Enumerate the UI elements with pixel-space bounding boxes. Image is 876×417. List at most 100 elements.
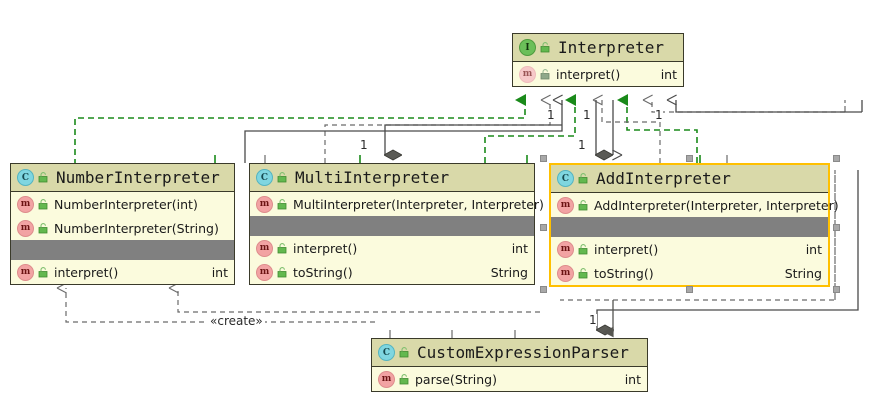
selection-handle-se[interactable] xyxy=(833,286,840,293)
multiplicity-label: 1 xyxy=(360,138,368,152)
member-type: String xyxy=(784,265,822,281)
member-type: int xyxy=(511,240,528,256)
member-name: toString() xyxy=(594,265,654,281)
multiplicity-label: 1 xyxy=(547,108,555,122)
public-lock-icon xyxy=(277,198,288,210)
class-header-number-interpreter: C NumberInterpreter xyxy=(11,164,234,192)
method-circle-icon: m xyxy=(256,195,273,213)
public-lock-icon xyxy=(578,199,589,211)
class-name-custom-expression-parser: CustomExpressionParser xyxy=(417,343,629,362)
method-circle-icon: m xyxy=(378,370,395,388)
member-row[interactable]: m AddInterpreter(Interpreter, Interprete… xyxy=(551,193,839,217)
member-row[interactable]: m parse(String) int xyxy=(372,367,647,391)
public-lock-icon xyxy=(38,172,49,183)
method-circle-icon: m xyxy=(557,196,574,214)
multiplicity-label: 1 xyxy=(578,138,586,152)
public-lock-icon xyxy=(38,266,49,278)
selection-handle-e[interactable] xyxy=(833,224,840,231)
member-name: interpret() xyxy=(54,264,119,280)
member-row[interactable]: m NumberInterpreter(String) xyxy=(11,216,234,240)
member-row[interactable]: m interpret() int xyxy=(551,237,828,261)
class-header-multi-interpreter: C MultiInterpreter xyxy=(250,164,534,192)
class-name-number-interpreter: NumberInterpreter xyxy=(56,168,220,187)
public-lock-icon xyxy=(277,242,288,254)
class-circle-icon: C xyxy=(17,169,34,186)
member-name: interpret() xyxy=(556,66,621,82)
selection-handle-s[interactable] xyxy=(686,286,693,293)
member-type: int xyxy=(624,371,641,387)
member-row[interactable]: m MultiInterpreter(Interpreter, Interpre… xyxy=(250,192,544,216)
member-name: MultiInterpreter(Interpreter, Interprete… xyxy=(293,196,544,212)
methods-compartment-interpreter: m interpret() int xyxy=(513,62,683,86)
class-name-interpreter: Interpreter xyxy=(558,38,664,57)
public-lock-icon xyxy=(578,267,589,279)
methods-compartment-custom-expression-parser: m parse(String) int xyxy=(372,367,647,391)
member-name: parse(String) xyxy=(415,371,497,387)
public-lock-icon xyxy=(277,172,288,183)
constructors-compartment-multi-interpreter: m MultiInterpreter(Interpreter, Interpre… xyxy=(250,192,544,216)
class-header-custom-expression-parser: C CustomExpressionParser xyxy=(372,339,647,367)
member-name: interpret() xyxy=(293,240,358,256)
multiplicity-label: 1 xyxy=(589,313,597,327)
public-lock-icon xyxy=(399,347,410,358)
selection-handle-nw[interactable] xyxy=(540,155,547,162)
public-lock-icon xyxy=(38,198,49,210)
class-box-add-interpreter[interactable]: C AddInterpreter m AddInterpreter(Interp… xyxy=(549,163,839,287)
public-lock-icon xyxy=(578,173,589,184)
compartment-separator-band xyxy=(11,240,234,260)
interface-circle-icon: I xyxy=(519,39,536,56)
constructors-compartment-number-interpreter: m NumberInterpreter(int) m NumberInterpr… xyxy=(11,192,234,240)
member-type: int xyxy=(805,241,822,257)
class-circle-icon: C xyxy=(557,170,574,187)
member-type: int xyxy=(660,66,677,82)
selection-handle-sw[interactable] xyxy=(540,286,547,293)
compartment-separator-band xyxy=(551,217,828,237)
member-row[interactable]: m NumberInterpreter(int) xyxy=(11,192,234,216)
class-box-custom-expression-parser[interactable]: C CustomExpressionParser m parse(String)… xyxy=(371,338,648,392)
create-stereotype-label: «create» xyxy=(208,314,265,328)
public-lock-icon xyxy=(578,243,589,255)
member-row[interactable]: m interpret() int xyxy=(250,236,534,260)
member-name: NumberInterpreter(String) xyxy=(54,220,219,236)
class-box-number-interpreter[interactable]: C NumberInterpreter m NumberInterpreter(… xyxy=(10,163,235,285)
method-circle-icon: m xyxy=(256,263,273,281)
methods-compartment-number-interpreter: m interpret() int xyxy=(11,260,234,284)
selection-handle-n[interactable] xyxy=(686,155,693,162)
selection-handle-w[interactable] xyxy=(540,224,547,231)
public-lock-icon xyxy=(277,266,288,278)
selection-handle-ne[interactable] xyxy=(833,155,840,162)
methods-compartment-multi-interpreter: m interpret() int m toString() String xyxy=(250,236,534,284)
class-header-interpreter: I Interpreter xyxy=(513,34,683,62)
constructors-compartment-add-interpreter: m AddInterpreter(Interpreter, Interprete… xyxy=(551,193,839,217)
member-name: interpret() xyxy=(594,241,659,257)
methods-compartment-add-interpreter: m interpret() int m toString() String xyxy=(551,237,828,285)
member-type: int xyxy=(211,264,228,280)
class-name-multi-interpreter: MultiInterpreter xyxy=(295,168,450,187)
member-row[interactable]: m interpret() int xyxy=(513,62,683,86)
member-name: AddInterpreter(Interpreter, Interpreter) xyxy=(594,197,839,213)
public-lock-icon xyxy=(540,68,551,80)
compartment-separator-band xyxy=(250,216,534,236)
class-box-interpreter[interactable]: I Interpreter m interpret() int xyxy=(512,33,684,87)
method-circle-icon: m xyxy=(557,264,574,282)
method-circle-icon: m xyxy=(17,195,34,213)
method-circle-icon: m xyxy=(256,239,273,257)
member-row[interactable]: m toString() String xyxy=(551,261,828,285)
multiplicity-label: 1 xyxy=(655,108,663,122)
method-circle-icon: m xyxy=(17,263,34,281)
method-circle-icon: m xyxy=(17,219,34,237)
member-row[interactable]: m toString() String xyxy=(250,260,534,284)
member-name: toString() xyxy=(293,264,353,280)
member-row[interactable]: m interpret() int xyxy=(11,260,234,284)
multiplicity-label: 1 xyxy=(583,108,591,122)
class-name-add-interpreter: AddInterpreter xyxy=(596,169,731,188)
class-circle-icon: C xyxy=(256,169,273,186)
method-circle-icon: m xyxy=(557,240,574,258)
class-header-add-interpreter: C AddInterpreter xyxy=(551,165,828,193)
public-lock-icon xyxy=(540,42,551,53)
member-type: String xyxy=(490,264,528,280)
class-box-multi-interpreter[interactable]: C MultiInterpreter m MultiInterpreter(In… xyxy=(249,163,544,285)
method-circle-icon: m xyxy=(519,65,536,83)
class-circle-icon: C xyxy=(378,344,395,361)
